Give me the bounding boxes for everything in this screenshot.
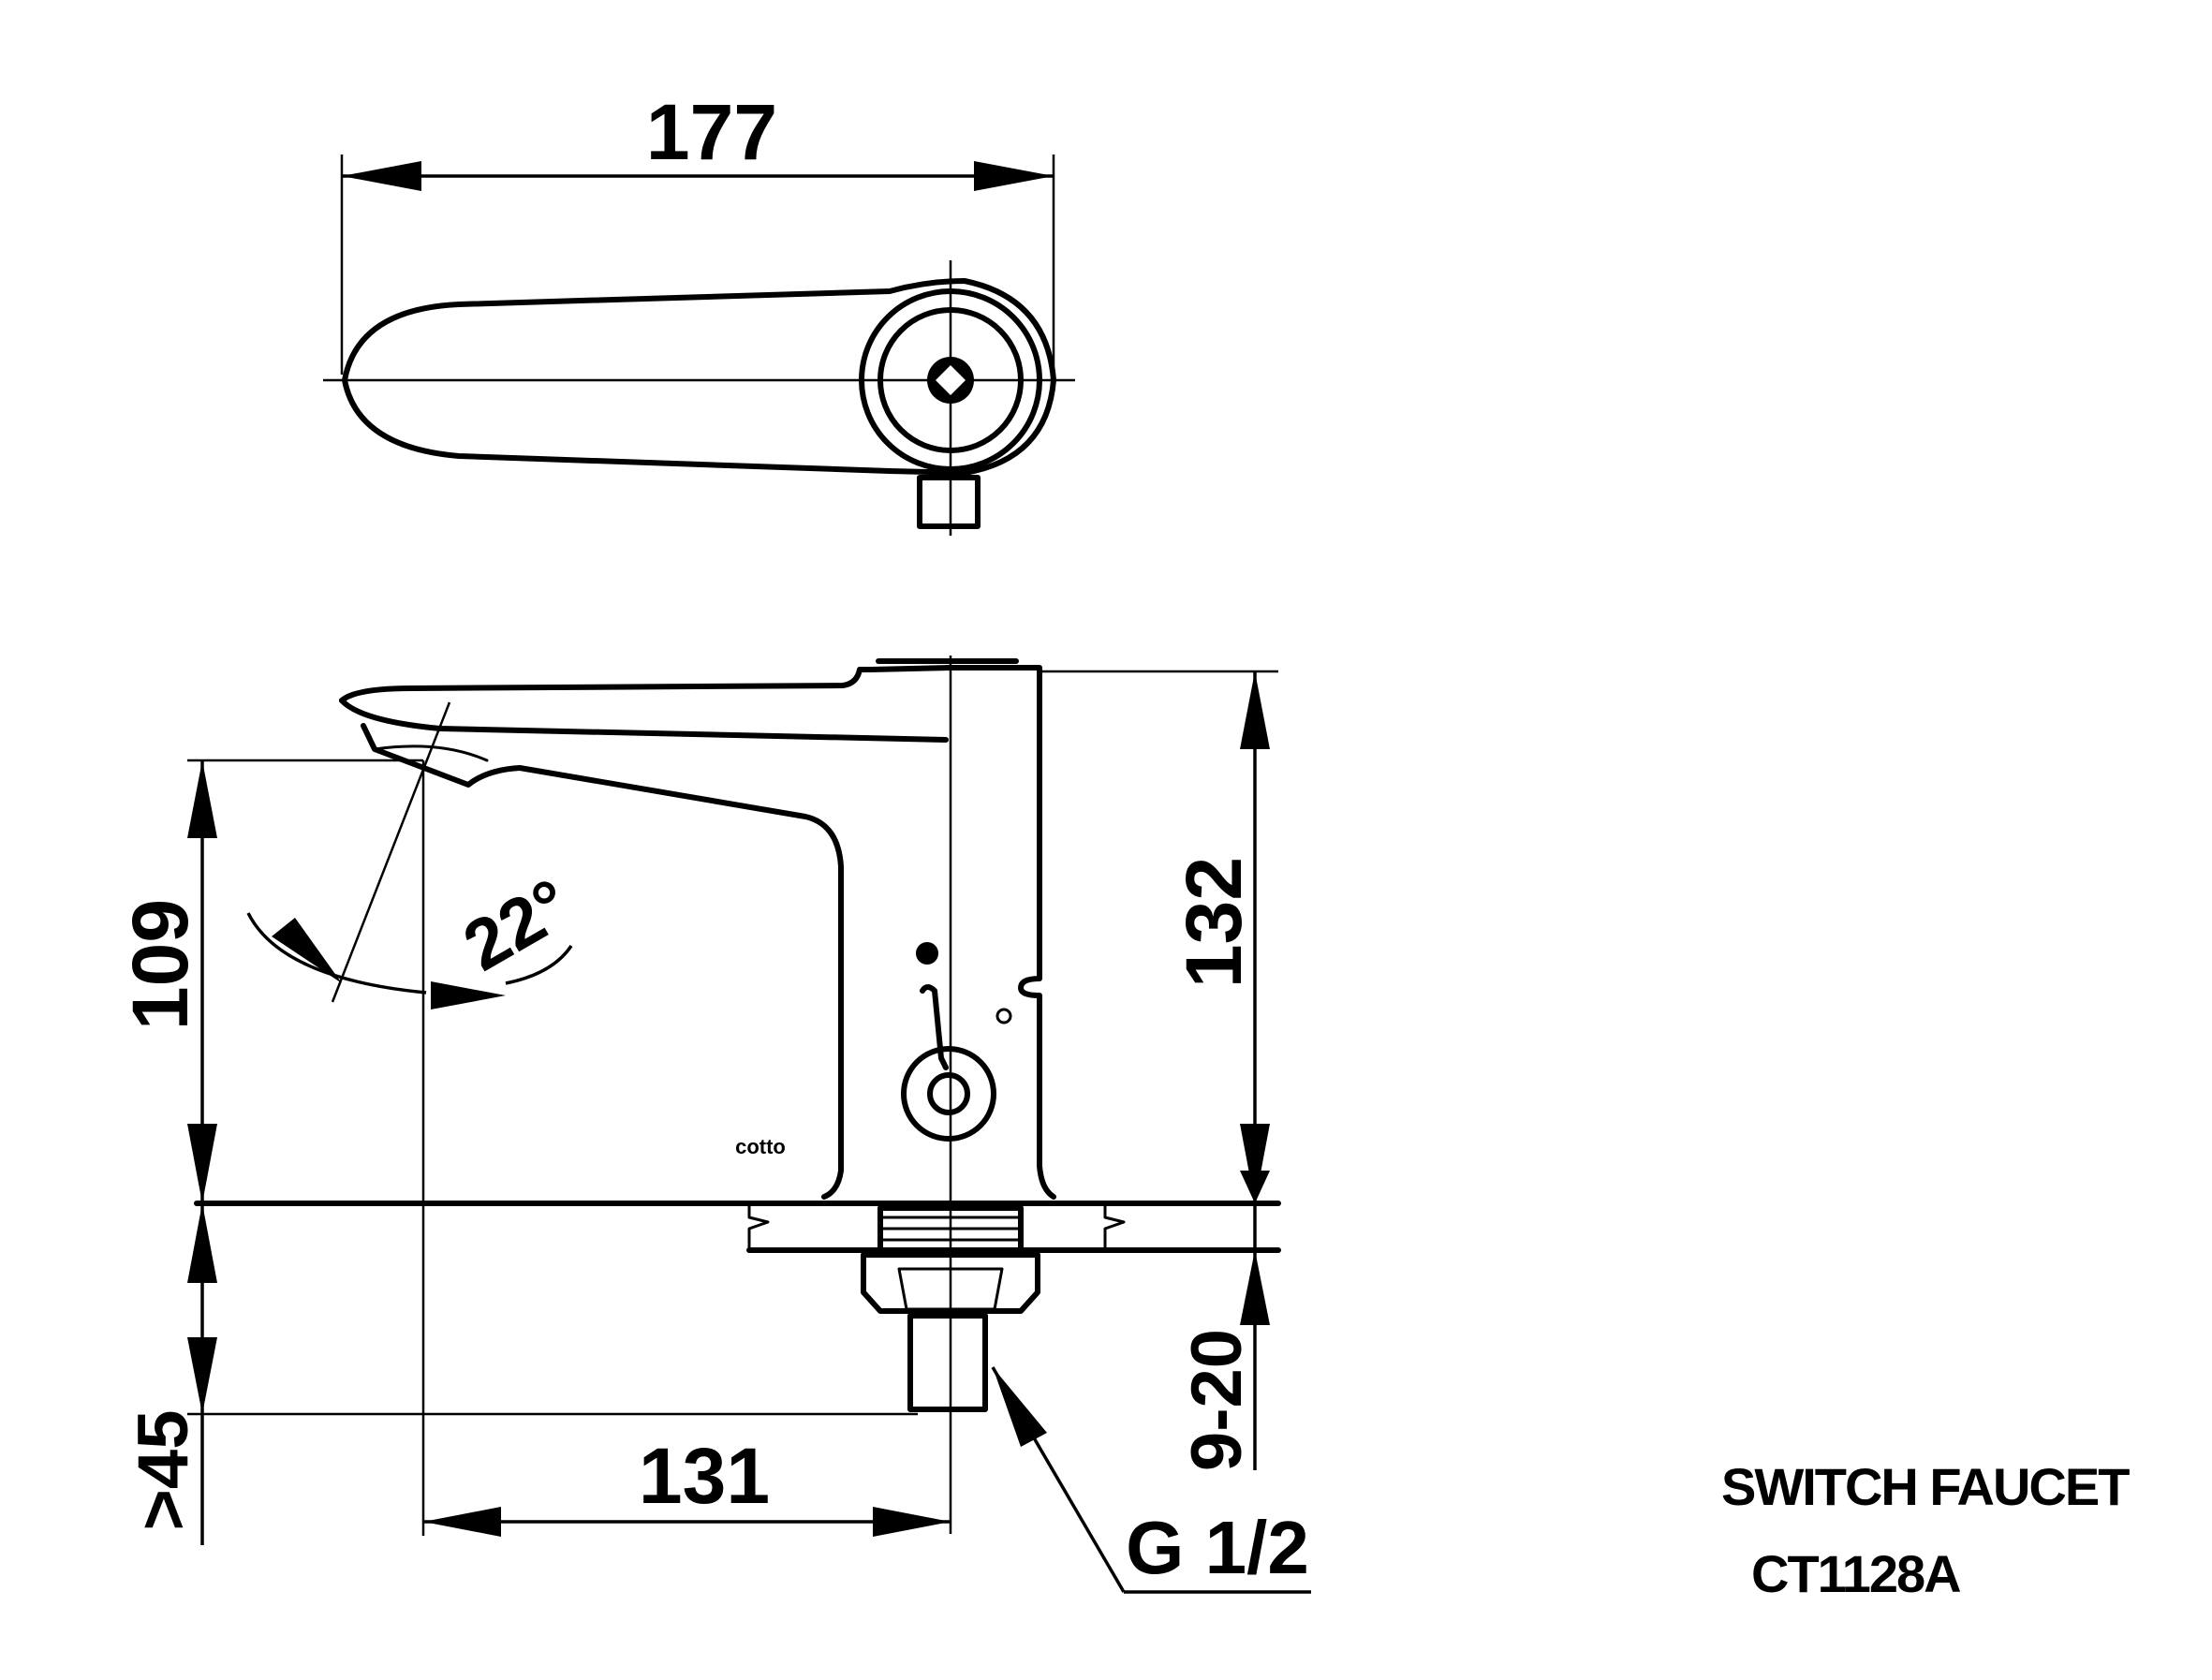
dim-109-arrow-bottom [187, 1124, 217, 1203]
dim-109-label: 109 [116, 899, 204, 1030]
side-view-lever-underside [339, 698, 949, 743]
dim-9-20-arrow-top [1240, 1171, 1270, 1203]
dim-9-20-label: 9-20 [1177, 1329, 1257, 1471]
side-view: cotto 109 >45 132 [116, 656, 1311, 1594]
dim-45-arrow-bottom [187, 1337, 217, 1414]
top-view: 177 [323, 88, 1075, 536]
dim-45-arrow-top [187, 1203, 217, 1283]
dim-131-arrow-left [423, 1507, 501, 1537]
top-view-outer-ring [859, 288, 1042, 472]
top-view-handle-outline [342, 278, 1056, 476]
top-view-hose-stub [917, 475, 981, 529]
dim-131-label: 131 [639, 1432, 770, 1520]
switch-outer-ring [901, 1046, 996, 1142]
dim-132-label: 132 [1170, 857, 1258, 988]
top-view-inner-ring [877, 307, 1024, 453]
dim-132-arrow-bottom [1240, 1124, 1270, 1203]
counter-break-right [1103, 1201, 1126, 1252]
side-view-outlet-curve [373, 744, 489, 762]
switch-small-mark [995, 1008, 1012, 1024]
switch-indicator-dot [916, 942, 938, 965]
side-view-lever [339, 665, 953, 703]
product-title: SWITCH FAUCET [1721, 1457, 2130, 1516]
switch-knob [927, 1072, 970, 1115]
counter-break-left [747, 1201, 770, 1252]
side-view-spout-outlet [361, 723, 844, 1200]
angle-line [331, 701, 451, 1003]
dim-109-arrow-top [187, 760, 217, 838]
dim-131-arrow-right [873, 1507, 951, 1537]
model-number: CT1128A [1751, 1544, 1962, 1603]
dim-177-arrow-right [974, 161, 1054, 191]
hose-connector [907, 1313, 988, 1412]
dim-132-arrow-top [1240, 671, 1270, 749]
angle-arc [246, 912, 427, 995]
switch-lever [920, 984, 949, 1070]
brand-mark: cotto [735, 1135, 786, 1158]
thread-leader-arrow [993, 1367, 1047, 1447]
angle-label: 22° [450, 863, 583, 986]
mounting-nut [861, 1252, 1040, 1314]
dim-177-label: 177 [646, 88, 777, 176]
side-view-body-column [948, 665, 1056, 1200]
nut-face [897, 1267, 1004, 1311]
angle-arrow-left [272, 918, 342, 983]
dim-177-arrow-left [342, 161, 421, 191]
thread-label: G 1/2 [1126, 1506, 1309, 1589]
top-view-screw-slot [936, 365, 966, 395]
dim-9-20-arrow [1240, 1250, 1270, 1325]
dim-45-label: >45 [124, 1410, 203, 1531]
angle-arc-right [505, 945, 573, 985]
angle-arrow-right [431, 981, 506, 1009]
